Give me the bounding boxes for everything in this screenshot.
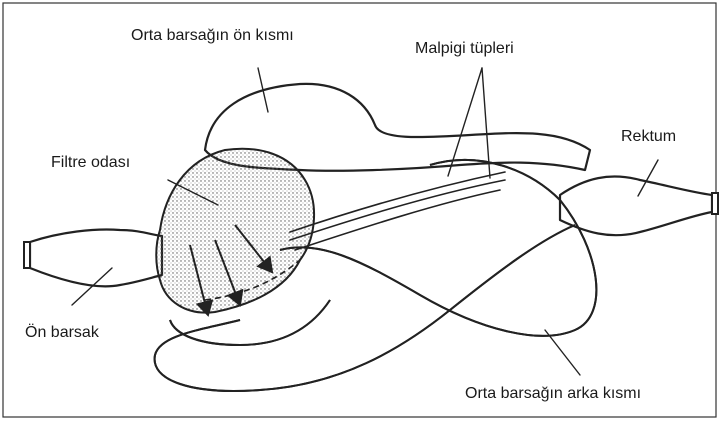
rectum-shape <box>560 176 718 235</box>
leader-posterior-midgut <box>545 330 580 375</box>
label-posterior-midgut: Orta barsağın arka kısmı <box>465 385 641 402</box>
label-foregut: Ön barsak <box>25 323 100 341</box>
foregut-shape <box>24 230 162 287</box>
label-malpighian-tubules: Malpigi tüpleri <box>415 40 514 57</box>
filter-chamber-shape <box>156 149 314 313</box>
malpighian-tubules-shape <box>290 172 505 250</box>
label-rectum: Rektum <box>621 128 676 145</box>
leader-rectum <box>638 160 658 196</box>
label-filter-chamber: Filtre odası <box>51 154 130 171</box>
label-anterior-midgut: Orta barsağın ön kısmı <box>131 27 294 44</box>
